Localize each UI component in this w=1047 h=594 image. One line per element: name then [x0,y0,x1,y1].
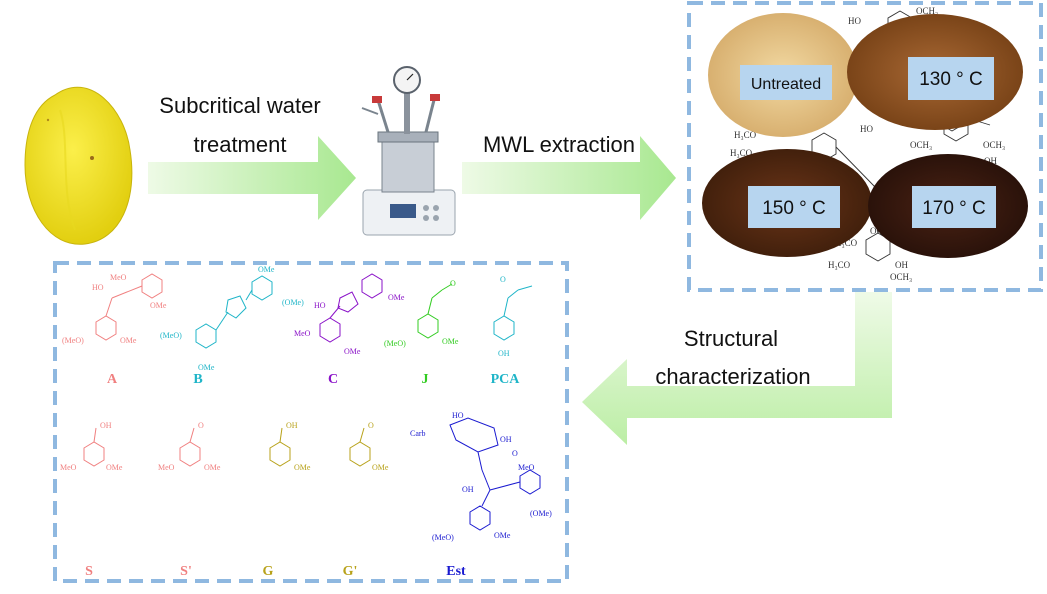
svg-text:HO: HO [92,283,104,292]
svg-text:O: O [368,421,374,430]
svg-text:H₃CO: H₃CO [734,130,757,140]
svg-text:(MeO): (MeO) [384,339,406,348]
process-arrow-1 [148,136,356,220]
svg-text:O: O [198,421,204,430]
svg-text:OMe: OMe [372,463,389,472]
svg-text:MeO: MeO [110,273,127,282]
svg-text:OH: OH [462,485,474,494]
svg-text:MeO: MeO [60,463,77,472]
reactor-vessel-image [361,66,456,236]
structural-label-line2: characterization [655,364,810,389]
svg-text:OCH₃: OCH₃ [890,272,912,282]
structure-J-drawing: O (MeO) OMe [384,279,459,348]
subcritical-label-line1: Subcritical water [159,93,320,118]
structure-G-drawing: OH OMe [269,421,311,472]
structure-label-S-prime: S' [180,564,192,579]
svg-text:OMe: OMe [120,336,137,345]
svg-text:(MeO): (MeO) [62,336,84,345]
svg-text:O: O [450,279,456,288]
svg-text:OCH₃: OCH₃ [916,6,938,16]
structure-S-prime-drawing: O MeO OMe [158,421,221,472]
sample-label-150: 150 ° C [762,198,826,219]
svg-text:H₃CO: H₃CO [835,238,858,248]
process-arrow-3 [582,292,892,445]
structures-frame [53,261,569,583]
structure-B-drawing: OMe (OMe) (MeO) OMe [160,265,304,372]
sample-label-170-box: 170 ° C [912,186,996,228]
structure-label-B: B [193,372,202,387]
svg-text:(OMe): (OMe) [282,298,304,307]
svg-text:Carb: Carb [410,429,426,438]
svg-text:(MeO): (MeO) [160,331,182,340]
structure-label-A: A [107,372,118,387]
svg-text:HO: HO [848,16,861,26]
sample-label-170: 170 ° C [922,198,986,219]
svg-text:H₃CO: H₃CO [730,148,753,158]
svg-text:HO: HO [314,301,326,310]
svg-text:OMe: OMe [150,301,167,310]
structure-label-C: C [328,372,338,387]
svg-text:MeO: MeO [518,463,535,472]
sample-label-untreated: Untreated [751,76,821,93]
svg-text:HO: HO [860,124,873,134]
svg-text:OMe: OMe [204,463,221,472]
svg-text:OMe: OMe [106,463,123,472]
structure-G-prime-drawing: O OMe [349,421,389,472]
structure-PCA-drawing: O OH [493,275,533,358]
svg-text:OMe: OMe [442,337,459,346]
structure-C-drawing: HO OMe MeO OMe [294,273,405,356]
sample-label-untreated-box: Untreated [740,65,832,100]
structure-label-PCA: PCA [491,372,521,387]
structure-label-G: G [263,564,274,579]
structural-label-line1: Structural [684,326,778,351]
structure-Est-drawing: Carb HO OH O MeO OH (OMe) (MeO) OMe [410,411,552,542]
svg-text:OMe: OMe [198,363,215,372]
svg-text:OH: OH [984,156,997,166]
sample-label-130: 130 ° C [919,69,983,90]
svg-text:HO: HO [452,411,464,420]
svg-text:OCH₃: OCH₃ [983,140,1005,150]
sample-label-130-box: 130 ° C [908,57,994,100]
structure-label-S: S [85,564,93,579]
svg-text:OMe: OMe [388,293,405,302]
svg-text:OH: OH [895,260,908,270]
svg-text:MeO: MeO [294,329,311,338]
structure-label-Est: Est [446,564,466,579]
yellow-fruit-image [24,86,133,245]
svg-text:OH: OH [500,435,512,444]
svg-text:O: O [500,275,506,284]
structure-label-J: J [422,372,429,387]
svg-text:OH: OH [498,349,510,358]
svg-text:(MeO): (MeO) [432,533,454,542]
subcritical-label-line2: treatment [194,132,287,157]
svg-text:OMe: OMe [258,265,275,274]
svg-text:H₃CO: H₃CO [828,260,851,270]
process-arrow-2 [462,136,676,220]
sample-label-150-box: 150 ° C [748,186,840,228]
structure-label-G-prime: G' [343,564,358,579]
svg-text:OMe: OMe [294,463,311,472]
svg-text:OMe: OMe [494,531,511,540]
svg-text:OH: OH [286,421,298,430]
mwl-extraction-label: MWL extraction [483,132,635,157]
svg-text:(OMe): (OMe) [530,509,552,518]
structure-S-drawing: OH MeO OMe [60,421,123,472]
svg-text:MeO: MeO [158,463,175,472]
structure-A-drawing: HO MeO (MeO) OMe OMe [62,273,167,345]
svg-text:OH: OH [100,421,112,430]
svg-text:OMe: OMe [344,347,361,356]
svg-text:OCH₃: OCH₃ [910,140,932,150]
svg-text:O: O [512,449,518,458]
